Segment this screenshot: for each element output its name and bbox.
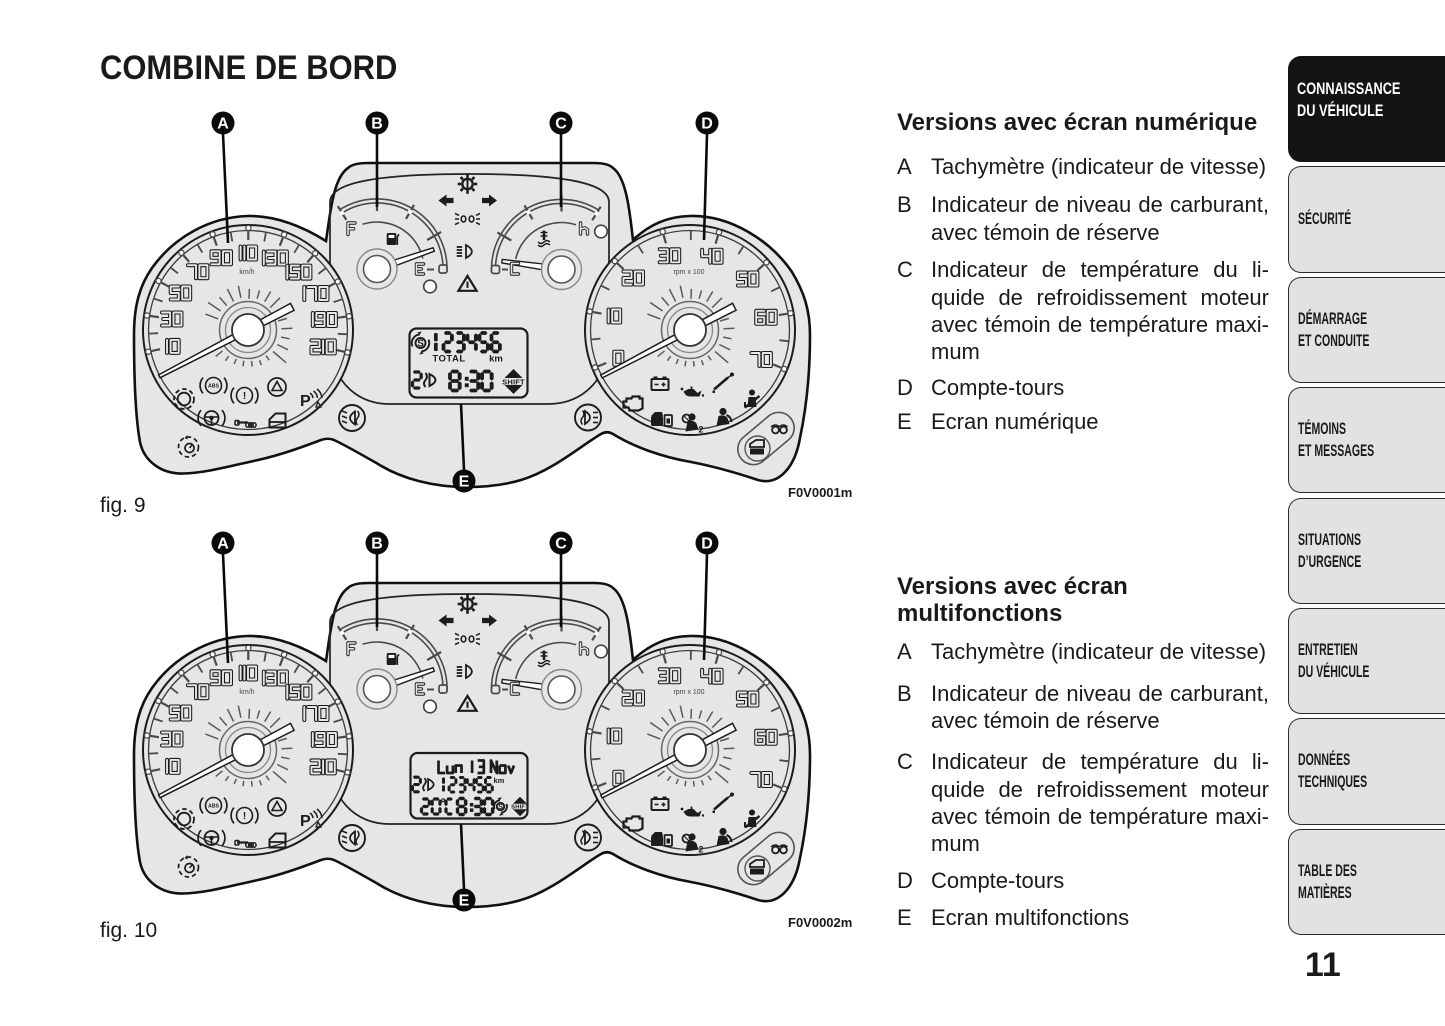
svg-text:km: km [489,354,503,365]
svg-text:km/h: km/h [239,689,254,696]
svg-text:E: E [459,474,470,491]
svg-text:SHIFT: SHIFT [502,377,525,386]
svg-text:S: S [417,339,424,350]
svg-text:S: S [498,802,503,811]
svg-text:ABS: ABS [208,803,219,809]
svg-text:!: ! [243,811,246,822]
svg-text:km: km [494,776,505,785]
svg-text:A: A [217,536,229,553]
svg-text:rpm x 100: rpm x 100 [673,689,704,696]
svg-text:P: P [300,393,311,410]
svg-text:C: C [555,116,567,133]
svg-text:ABS: ABS [208,383,219,389]
svg-text:2: 2 [699,845,704,855]
svg-text:!: ! [243,391,246,402]
svg-text:2: 2 [699,425,704,435]
svg-text:A: A [217,116,229,133]
svg-text:B: B [371,116,383,133]
svg-text:TOTAL: TOTAL [432,354,465,365]
svg-text:P: P [300,813,311,830]
svg-text:E: E [459,893,470,910]
svg-text:D: D [701,116,713,133]
svg-text:SHIFT: SHIFT [511,805,529,811]
svg-text:km/h: km/h [239,269,254,276]
svg-text:D: D [701,536,713,553]
svg-text:C: C [555,536,567,553]
svg-text:rpm x 100: rpm x 100 [673,269,704,276]
svg-text:B: B [371,536,383,553]
